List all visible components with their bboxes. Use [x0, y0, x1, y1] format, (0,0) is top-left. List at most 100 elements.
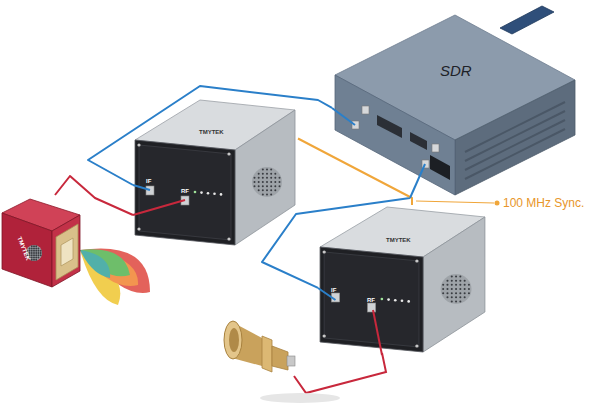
status-led: [200, 191, 203, 194]
device-illustration: [318, 205, 488, 355]
cable-stub: [332, 108, 355, 125]
fan-hole: [266, 173, 268, 175]
fan-hole: [451, 288, 453, 290]
cable-stub: [133, 185, 150, 190]
fan-hole: [451, 284, 453, 286]
fan-hole: [262, 185, 264, 187]
fan-hole: [33, 248, 35, 250]
fan-hole: [270, 189, 272, 191]
cable-stub: [133, 200, 185, 215]
fan-hole: [33, 252, 35, 254]
rear-handle: [500, 6, 554, 34]
fan-hole: [31, 245, 33, 247]
fan-hole: [33, 245, 35, 247]
side-face: [235, 110, 295, 245]
front-inset: [139, 145, 231, 240]
fan-hole: [442, 288, 444, 290]
rf-connector: [287, 356, 295, 366]
fan-hole: [451, 276, 453, 278]
coax-port: [362, 106, 369, 114]
fan-hole: [266, 194, 268, 196]
coax-port: [432, 144, 439, 152]
frequency-converter: TMYTEK: [318, 205, 488, 355]
fan-hole: [274, 181, 276, 183]
fan-hole: [37, 248, 39, 250]
fan-hole: [254, 185, 256, 187]
fan-hole: [455, 288, 457, 290]
fan-hole: [270, 194, 272, 196]
fan-grille: [441, 274, 472, 304]
side-face: [455, 80, 575, 195]
front-panel: [135, 140, 235, 245]
fan-hole: [446, 296, 448, 298]
fan-hole: [446, 280, 448, 282]
screw: [227, 237, 230, 240]
fan-hole: [258, 173, 260, 175]
fan-hole: [31, 252, 33, 254]
fan-hole: [35, 245, 37, 247]
fan-hole: [37, 256, 39, 258]
usb-port: [410, 132, 427, 150]
fan-hole: [455, 292, 457, 294]
fan-hole: [464, 280, 466, 282]
antenna-flange: [56, 224, 78, 280]
beam-lobe: [80, 250, 110, 278]
status-led: [207, 192, 210, 195]
horn-flange: [262, 336, 272, 372]
fan-hole: [451, 301, 453, 303]
rf-port: [146, 186, 154, 195]
screw: [415, 344, 418, 347]
fan-hole: [266, 177, 268, 179]
fan-hole: [262, 194, 264, 196]
rf-cable: [294, 353, 386, 393]
side-face: [52, 215, 80, 287]
fan-hole: [270, 169, 272, 171]
status-led: [381, 298, 384, 301]
expansion-slot: [430, 155, 450, 180]
fan-hole: [455, 301, 457, 303]
fan-hole: [266, 189, 268, 191]
status-led: [394, 299, 397, 302]
fan-hole: [40, 250, 42, 252]
status-led: [407, 300, 410, 303]
status-led: [401, 300, 404, 303]
shadow: [260, 393, 340, 403]
side-face: [423, 217, 485, 352]
fan-hole: [274, 185, 276, 187]
fan-hole: [464, 288, 466, 290]
antenna-module: TMYTEK: [0, 195, 100, 290]
fan-hole: [35, 256, 37, 258]
fan-hole: [468, 292, 470, 294]
fan-hole: [31, 248, 33, 250]
fan-hole: [29, 250, 31, 252]
status-led: [387, 298, 390, 301]
fan-hole: [451, 292, 453, 294]
fan-hole: [270, 181, 272, 183]
fan-hole: [266, 169, 268, 171]
fan-hole: [446, 292, 448, 294]
fan-hole: [270, 185, 272, 187]
screw: [137, 227, 140, 230]
fan-hole: [40, 252, 42, 254]
fan-hole: [455, 280, 457, 282]
vent-slot: [465, 120, 565, 170]
fan-hole: [262, 173, 264, 175]
fan-hole: [35, 250, 37, 252]
fan-hole: [464, 284, 466, 286]
fan-hole: [40, 254, 42, 256]
status-led: [213, 193, 216, 196]
fan-hole: [33, 254, 35, 256]
fan-hole: [33, 250, 35, 252]
brand-text: TMYTEK: [386, 237, 411, 243]
leader-dot: [495, 201, 500, 206]
screw: [323, 250, 326, 253]
fan-hole: [459, 301, 461, 303]
fan-hole: [33, 256, 35, 258]
front-inset: [324, 252, 419, 347]
fan-hole: [31, 259, 33, 261]
fan-hole: [35, 259, 37, 261]
signal-label: 100 MHz Sync.: [503, 197, 584, 209]
leader-line: [416, 201, 494, 203]
fan-hole: [35, 252, 37, 254]
fan-hole: [459, 280, 461, 282]
